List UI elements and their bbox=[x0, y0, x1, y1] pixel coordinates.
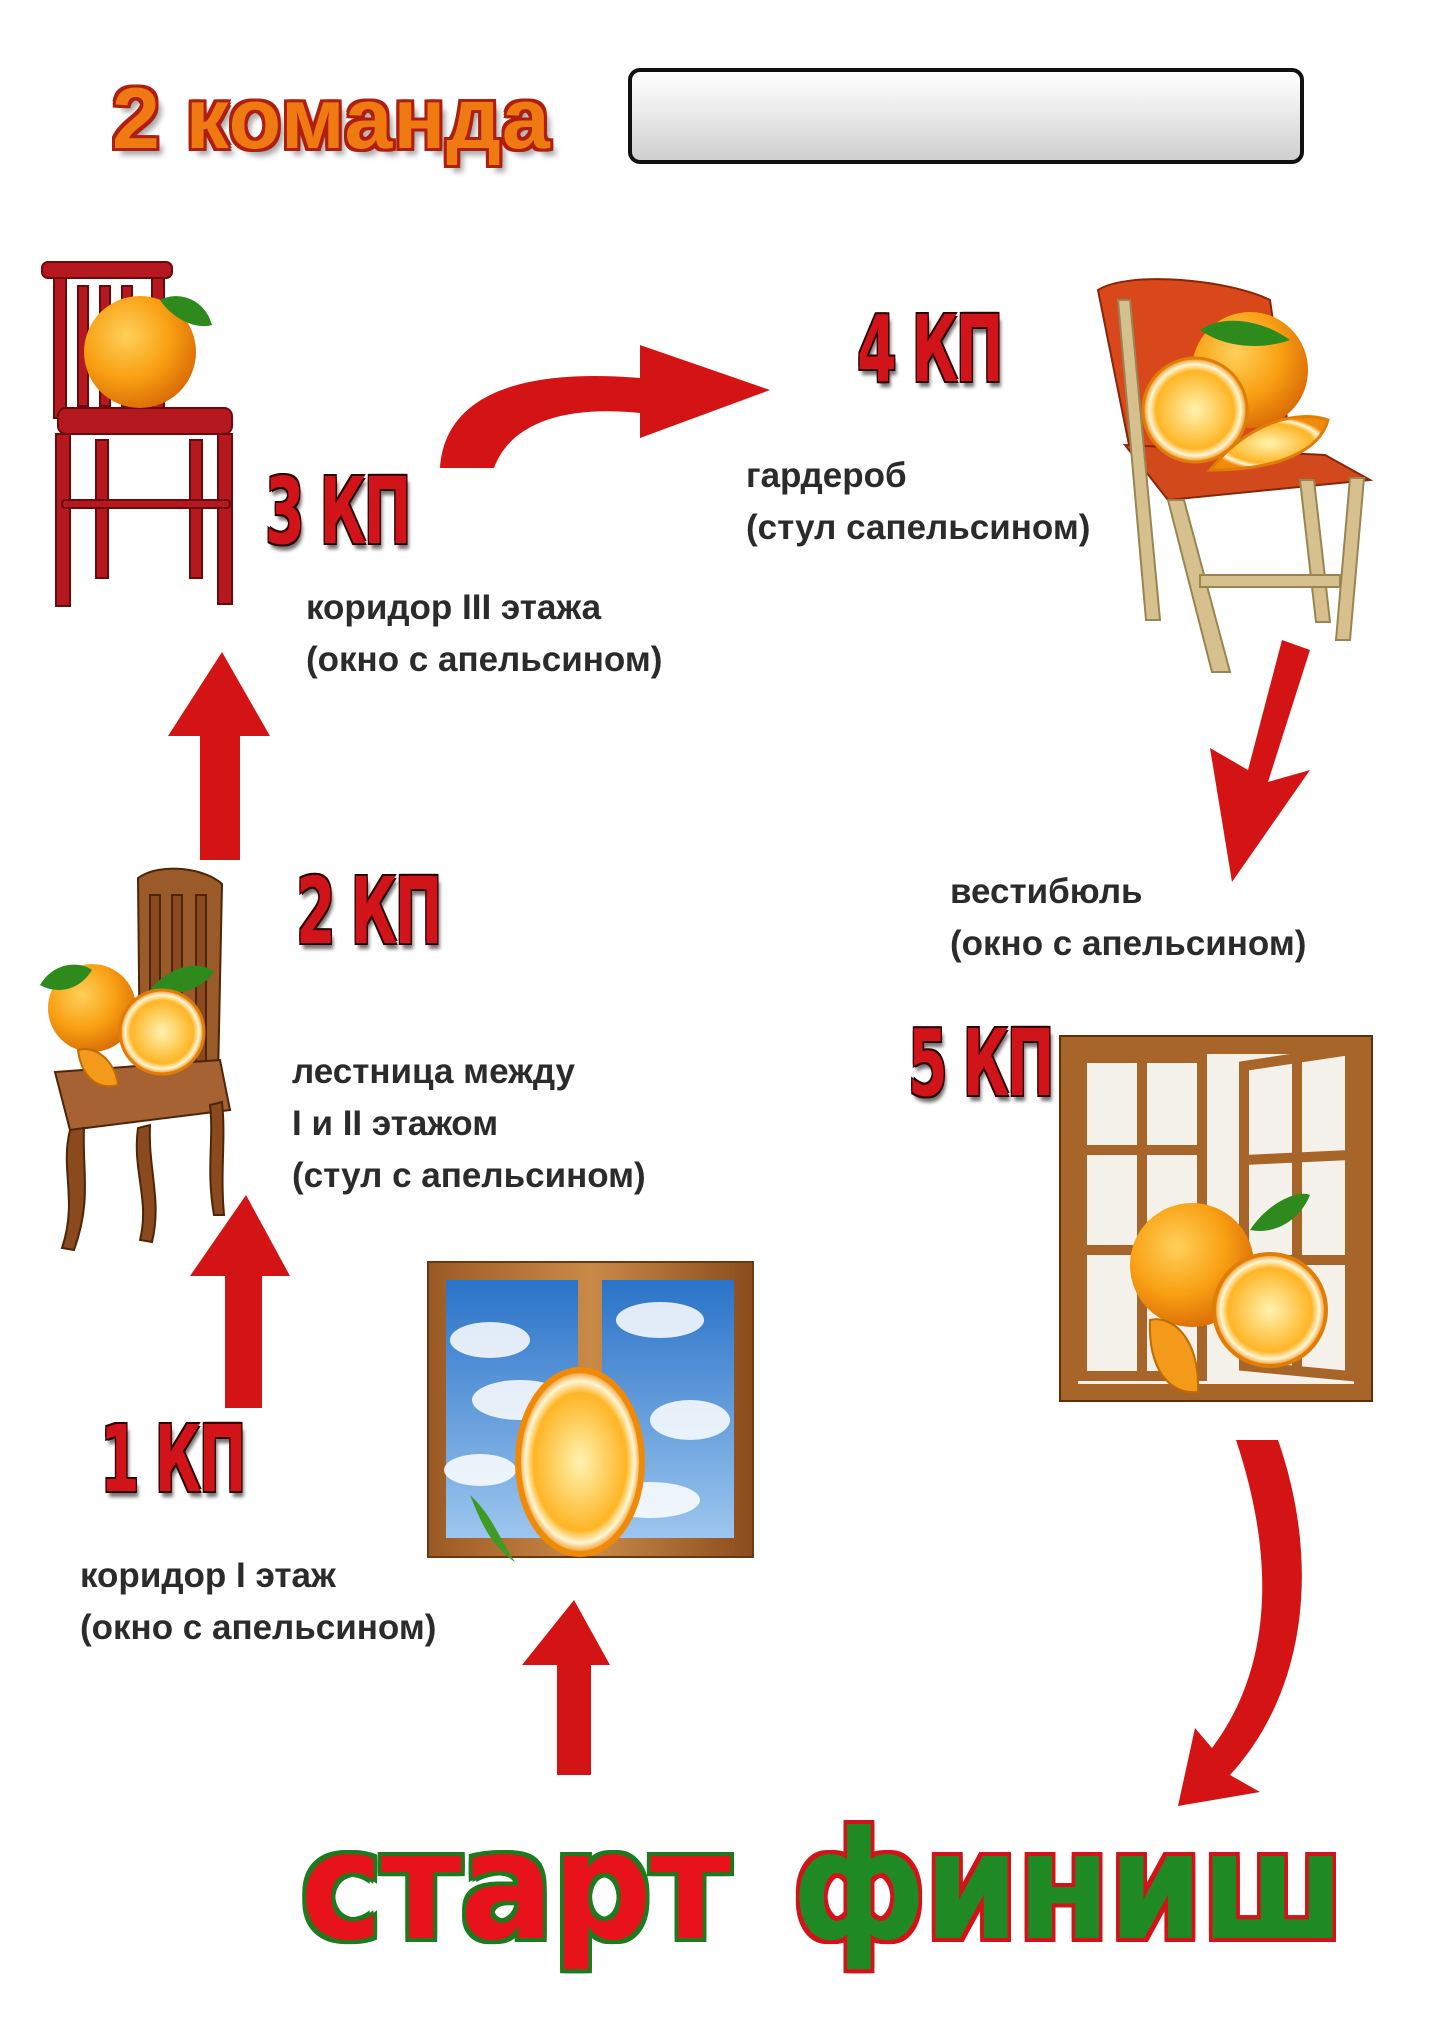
caption-line: гардероб bbox=[746, 456, 907, 495]
caption-line: (окно с апельсином) bbox=[306, 640, 663, 679]
start-label: старт bbox=[300, 1800, 731, 1974]
caption-line: I и II этажом bbox=[292, 1104, 499, 1143]
caption-line: (окно с апельсином) bbox=[80, 1608, 437, 1647]
caption-line: коридор III этажа bbox=[306, 588, 602, 627]
checkpoint-3-caption: коридор III этажа (окно с апельсином) bbox=[306, 582, 662, 686]
caption-line: (стул с апельсином) bbox=[292, 1156, 646, 1195]
orange-icon bbox=[1141, 312, 1330, 472]
orange-icon bbox=[1130, 1193, 1328, 1394]
team-name-box bbox=[628, 68, 1304, 164]
caption-line: (стул сапельсином) bbox=[746, 508, 1091, 547]
checkpoint-4-caption: гардероб (стул сапельсином) bbox=[746, 450, 1090, 554]
caption-line: (окно с апельсином) bbox=[950, 924, 1307, 963]
caption-line: вестибюль bbox=[950, 872, 1143, 911]
checkpoint-5-caption: вестибюль (окно с апельсином) bbox=[950, 866, 1306, 970]
checkpoint-1-label: 1 КП bbox=[100, 1406, 246, 1513]
caption-line: коридор I этаж bbox=[80, 1556, 336, 1595]
checkpoint-4-label: 4 КП bbox=[857, 296, 1003, 403]
checkpoint-3-label: 3 КП bbox=[265, 458, 411, 565]
orange-icon bbox=[40, 964, 214, 1088]
caption-line: лестница между bbox=[292, 1052, 575, 1091]
finish-label: финиш bbox=[792, 1800, 1345, 1974]
orange-icon bbox=[84, 296, 212, 408]
checkpoint-5-label: 5 КП bbox=[908, 1010, 1054, 1117]
checkpoint-2-label: 2 КП bbox=[296, 858, 442, 965]
arrow-icon bbox=[168, 345, 1310, 1806]
checkpoint-1-caption: коридор I этаж (окно с апельсином) bbox=[80, 1550, 436, 1654]
checkpoint-2-caption: лестница между I и II этажом (стул с апе… bbox=[292, 1046, 646, 1202]
team-title: 2 команда bbox=[112, 71, 551, 167]
orange-icon bbox=[470, 1367, 645, 1562]
